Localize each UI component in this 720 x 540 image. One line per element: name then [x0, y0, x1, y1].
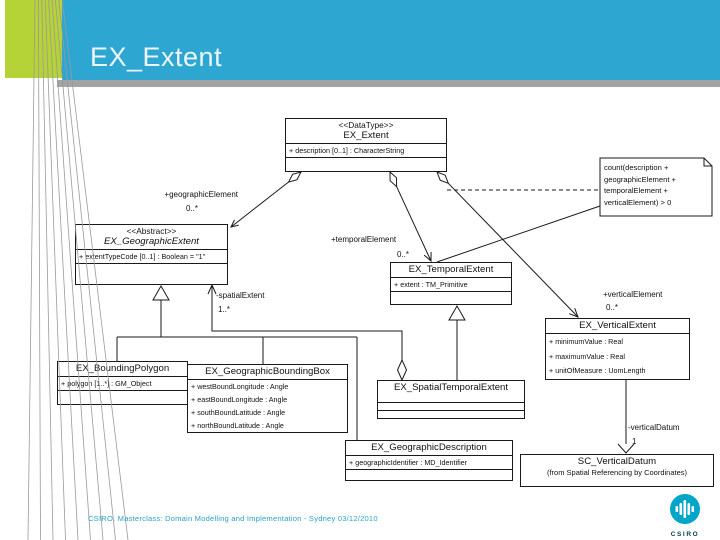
name-compartment: EX_BoundingPolygon — [58, 362, 187, 376]
open-arrowhead-geographic-element — [230, 219, 239, 228]
aggregation-diamond-vertical-element — [436, 171, 450, 185]
class-name: EX_BoundingPolygon — [75, 363, 170, 374]
uml-note-text: count(description + geographicElement + … — [604, 163, 676, 207]
empty-compartment — [76, 263, 227, 284]
class-attribute: + geographicIdentifier : MD_Identifier — [349, 458, 468, 467]
class-name: EX_GeographicDescription — [371, 442, 487, 453]
class-attribute: + unitOfMeasure : UomLength — [549, 366, 646, 375]
empty-compartment — [378, 410, 524, 418]
open-arrowhead-vertical-element — [569, 308, 579, 318]
header-band — [62, 0, 720, 80]
class-name: EX_SpatialTemporalExtent — [393, 382, 509, 393]
open-arrowhead-spatial-extent — [207, 283, 217, 295]
empty-compartment — [286, 157, 446, 171]
attribute-compartment: + minimumValue : Real + maximumValue : R… — [546, 333, 689, 379]
class-box-ex-geographic-description: EX_GeographicDescription + geographicIde… — [345, 440, 513, 481]
class-attribute: + extentTypeCode [0..1] : Boolean = "1" — [79, 252, 206, 261]
aggregation-diamond-spatial-extent — [396, 358, 408, 382]
uml-note-fold — [703, 158, 712, 167]
attribute-compartment: + extentTypeCode [0..1] : Boolean = "1" — [76, 249, 227, 263]
association-temporal-element-line — [396, 186, 432, 262]
class-package-note: (from Spatial Referencing by Coordinates… — [546, 468, 688, 477]
open-arrowhead-temporal-element — [423, 251, 432, 263]
name-compartment: SC_VerticalDatum (from Spatial Referenci… — [521, 455, 713, 479]
note-anchor-diagonal-line — [436, 205, 601, 263]
attribute-compartment: + geographicIdentifier : MD_Identifier — [346, 455, 512, 469]
multiplicity-spatial-extent: 1..* — [218, 305, 231, 314]
multiplicity-vertical-element: 0..* — [606, 303, 619, 312]
name-compartment: EX_TemporalExtent — [391, 263, 511, 277]
slide-title: EX_Extent — [90, 42, 223, 72]
attribute-compartment: + polygon [1..*] : GM_Object — [58, 376, 187, 390]
association-vertical-element-line — [447, 182, 579, 318]
stereotype-label: <<DataType>> — [338, 120, 394, 130]
role-label-vertical-element: +verticalElement — [603, 290, 663, 299]
name-compartment: <<DataType>> EX_Extent — [286, 119, 446, 143]
class-box-ex-bounding-polygon: EX_BoundingPolygon + polygon [1..*] : GM… — [57, 361, 188, 405]
attribute-compartment: + description [0..1] : CharacterString — [286, 143, 446, 157]
class-box-ex-geographic-extent: <<Abstract>> EX_GeographicExtent + exten… — [75, 224, 228, 285]
logo-wordmark: CSIRO — [670, 531, 700, 538]
attribute-compartment: + westBoundLongitude : Angle + eastBound… — [188, 379, 347, 432]
multiplicity-temporal-element: 0..* — [397, 250, 410, 259]
class-name: SC_VerticalDatum — [577, 456, 657, 467]
name-compartment: EX_SpatialTemporalExtent — [378, 381, 524, 402]
role-label-vertical-datum: -verticalDatum — [628, 423, 680, 432]
role-label-geographic-element: +geographicElement — [164, 190, 238, 199]
open-arrowhead-vertical-datum — [617, 443, 635, 454]
logo-circle — [670, 494, 700, 524]
class-attribute: + westBoundLongitude : Angle — [191, 382, 289, 391]
class-name: EX_GeographicExtent — [104, 236, 199, 247]
header-divider — [57, 80, 720, 87]
class-box-ex-vertical-extent: EX_VerticalExtent + minimumValue : Real … — [545, 318, 690, 380]
association-geographic-element-line — [230, 181, 289, 228]
empty-compartment — [58, 390, 187, 404]
csiro-logo: CSIRO — [663, 493, 707, 538]
class-attribute: + extent : TM_Primitive — [394, 280, 468, 289]
class-attribute: + southBoundLatitude : Angle — [191, 408, 286, 417]
class-attribute: + description [0..1] : CharacterString — [289, 146, 405, 155]
empty-compartment — [346, 469, 512, 480]
class-box-ex-extent: <<DataType>> EX_Extent + description [0.… — [285, 118, 447, 172]
association-spatial-extent-line — [211, 285, 403, 360]
attribute-compartment: + extent : TM_Primitive — [391, 277, 511, 291]
class-box-ex-geographic-bounding-box: EX_GeographicBoundingBox + westBoundLong… — [187, 364, 348, 433]
name-compartment: EX_VerticalExtent — [546, 319, 689, 333]
uml-note-shape — [599, 157, 713, 217]
aggregation-diamond-geographic-element — [287, 171, 302, 183]
class-attribute: + polygon [1..*] : GM_Object — [61, 379, 152, 388]
empty-compartment — [391, 291, 511, 304]
class-attribute: + eastBoundLongitude : Angle — [191, 395, 288, 404]
multiplicity-vertical-datum: 1 — [632, 437, 637, 446]
class-name: EX_Extent — [343, 130, 389, 141]
role-label-temporal-element: +temporalElement — [331, 235, 397, 244]
aggregation-diamond-temporal-element — [389, 170, 398, 188]
class-attribute: + maximumValue : Real — [549, 351, 625, 361]
name-compartment: <<Abstract>> EX_GeographicExtent — [76, 225, 227, 249]
class-attribute: + minimumValue : Real — [549, 337, 623, 346]
multiplicity-geographic-element: 0..* — [186, 204, 199, 213]
class-name: EX_GeographicBoundingBox — [205, 366, 330, 377]
class-name: EX_VerticalExtent — [579, 320, 656, 331]
class-name: EX_TemporalExtent — [408, 264, 494, 275]
role-label-spatial-extent: -spatialExtent — [216, 291, 265, 300]
empty-compartment — [378, 402, 524, 410]
name-compartment: EX_GeographicBoundingBox — [188, 365, 347, 379]
class-attribute: + northBoundLatitude : Angle — [191, 421, 284, 430]
name-compartment: EX_GeographicDescription — [346, 441, 512, 455]
footer-text: CSIRO. Masterclass: Domain Modelling and… — [88, 514, 378, 523]
class-box-ex-spatial-temporal-extent: EX_SpatialTemporalExtent — [377, 380, 525, 419]
class-box-ex-temporal-extent: EX_TemporalExtent + extent : TM_Primitiv… — [390, 262, 512, 305]
stereotype-label: <<Abstract>> — [126, 226, 177, 236]
class-box-sc-vertical-datum: SC_VerticalDatum (from Spatial Referenci… — [520, 454, 714, 487]
